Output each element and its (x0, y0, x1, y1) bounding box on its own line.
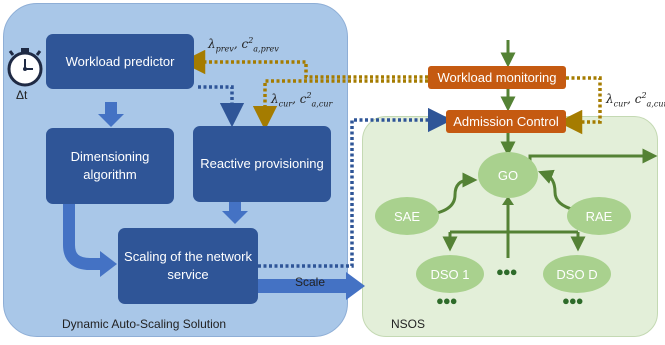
arrowhead-dimensioning-to-scaling (100, 251, 117, 277)
arrowhead-go-up (502, 196, 514, 205)
dynamic-auto-scaling-caption: Dynamic Auto-Scaling Solution (62, 317, 227, 331)
dotted-monitoring-to-admission (557, 76, 602, 135)
scaling-network-service-box: Scaling of the network service (118, 228, 258, 304)
dsod-ellipsis: ●●● (562, 293, 584, 308)
dso1-node: DSO 1 (416, 255, 484, 293)
dotted-monitoring-to-predictor (180, 49, 428, 79)
workload-monitoring-box: Workload monitoring (428, 66, 566, 89)
dotted-monitoring-to-reactive (252, 79, 428, 131)
arrowhead-predictor-to-dimensioning (98, 114, 124, 127)
cur-stats-label: λcur, c2a,cur (271, 91, 333, 109)
arrow-rae-to-go (538, 169, 576, 212)
dsod-node: DSO D (543, 255, 611, 293)
workload-predictor-box: Workload predictor (46, 34, 194, 89)
dso-ellipsis: ●●● (496, 264, 518, 279)
cur-stats-right-label: λcur, c2a,cur (606, 91, 665, 109)
arrow-dimensioning-to-scaling (63, 204, 101, 270)
dimensioning-algorithm-box: Dimensioning algorithm (46, 128, 174, 204)
reactive-provisioning-box: Reactive provisioning (193, 126, 331, 202)
scale-label: Scale (295, 275, 326, 289)
prev-stats-label: λprev, c2a,prev (208, 36, 279, 54)
delta-t-label: Δt (16, 88, 28, 102)
go-node: GO (478, 152, 538, 198)
dso1-ellipsis: ●●● (436, 293, 458, 308)
dotted-predictor-to-reactive (198, 85, 245, 128)
arrow-go-output (528, 148, 658, 166)
rae-node: RAE (567, 197, 631, 235)
nsos-caption: NSOS (391, 317, 426, 331)
arrowhead-scale-to-nsos (346, 272, 365, 300)
dotted-scaling-to-admission (258, 107, 453, 268)
sae-node: SAE (375, 197, 439, 235)
stopwatch-icon (7, 48, 43, 87)
admission-control-box: Admission Control (446, 110, 566, 133)
arrowhead-reactive-to-scaling (222, 211, 248, 224)
arrow-sae-to-go (424, 172, 478, 217)
